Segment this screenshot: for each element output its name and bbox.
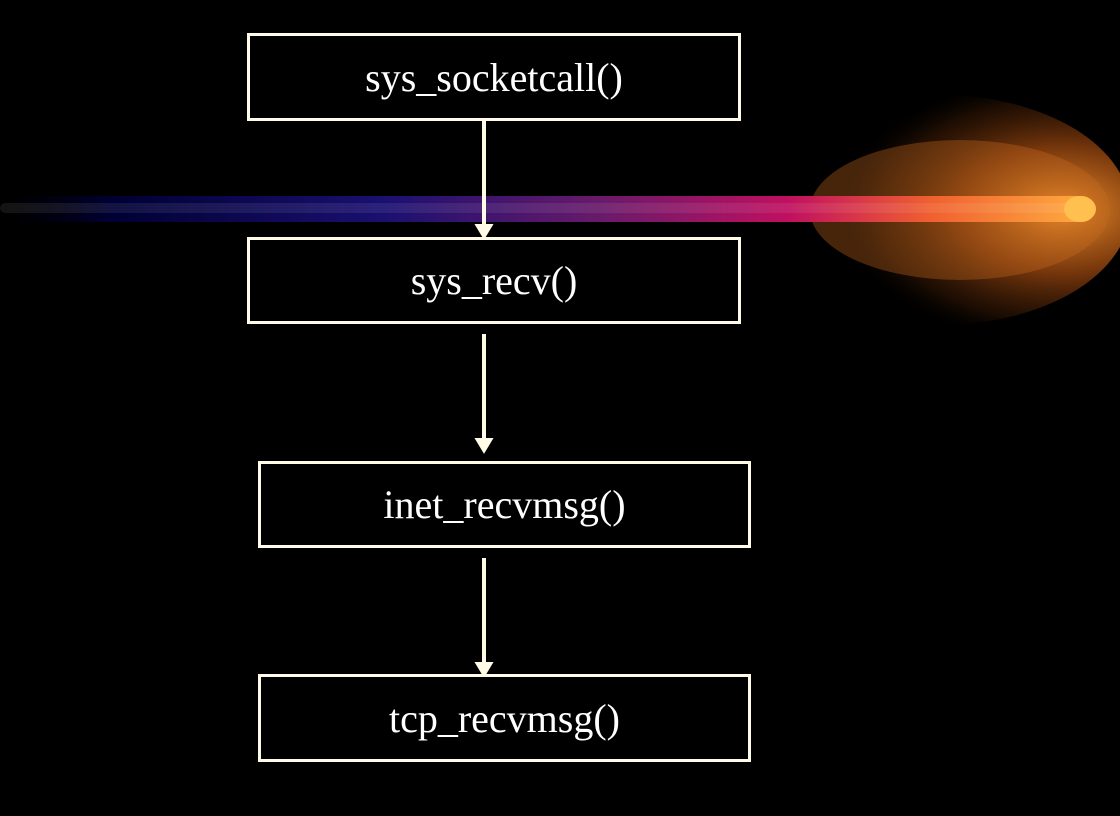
node-sys-recv: sys_recv() <box>247 237 741 324</box>
node-label: sys_socketcall() <box>365 54 623 100</box>
arrow-head-1 <box>474 224 494 240</box>
node-label: inet_recvmsg() <box>383 482 626 527</box>
node-sys-socketcall: sys_socketcall() <box>247 33 741 121</box>
light-streak <box>0 196 1095 222</box>
arrow-head-2 <box>474 438 494 454</box>
arrow-head-3 <box>474 662 494 678</box>
node-tcp-recvmsg: tcp_recvmsg() <box>258 674 751 762</box>
node-inet-recvmsg: inet_recvmsg() <box>258 461 751 548</box>
node-label: sys_recv() <box>410 258 578 303</box>
node-label: tcp_recvmsg() <box>388 695 620 741</box>
